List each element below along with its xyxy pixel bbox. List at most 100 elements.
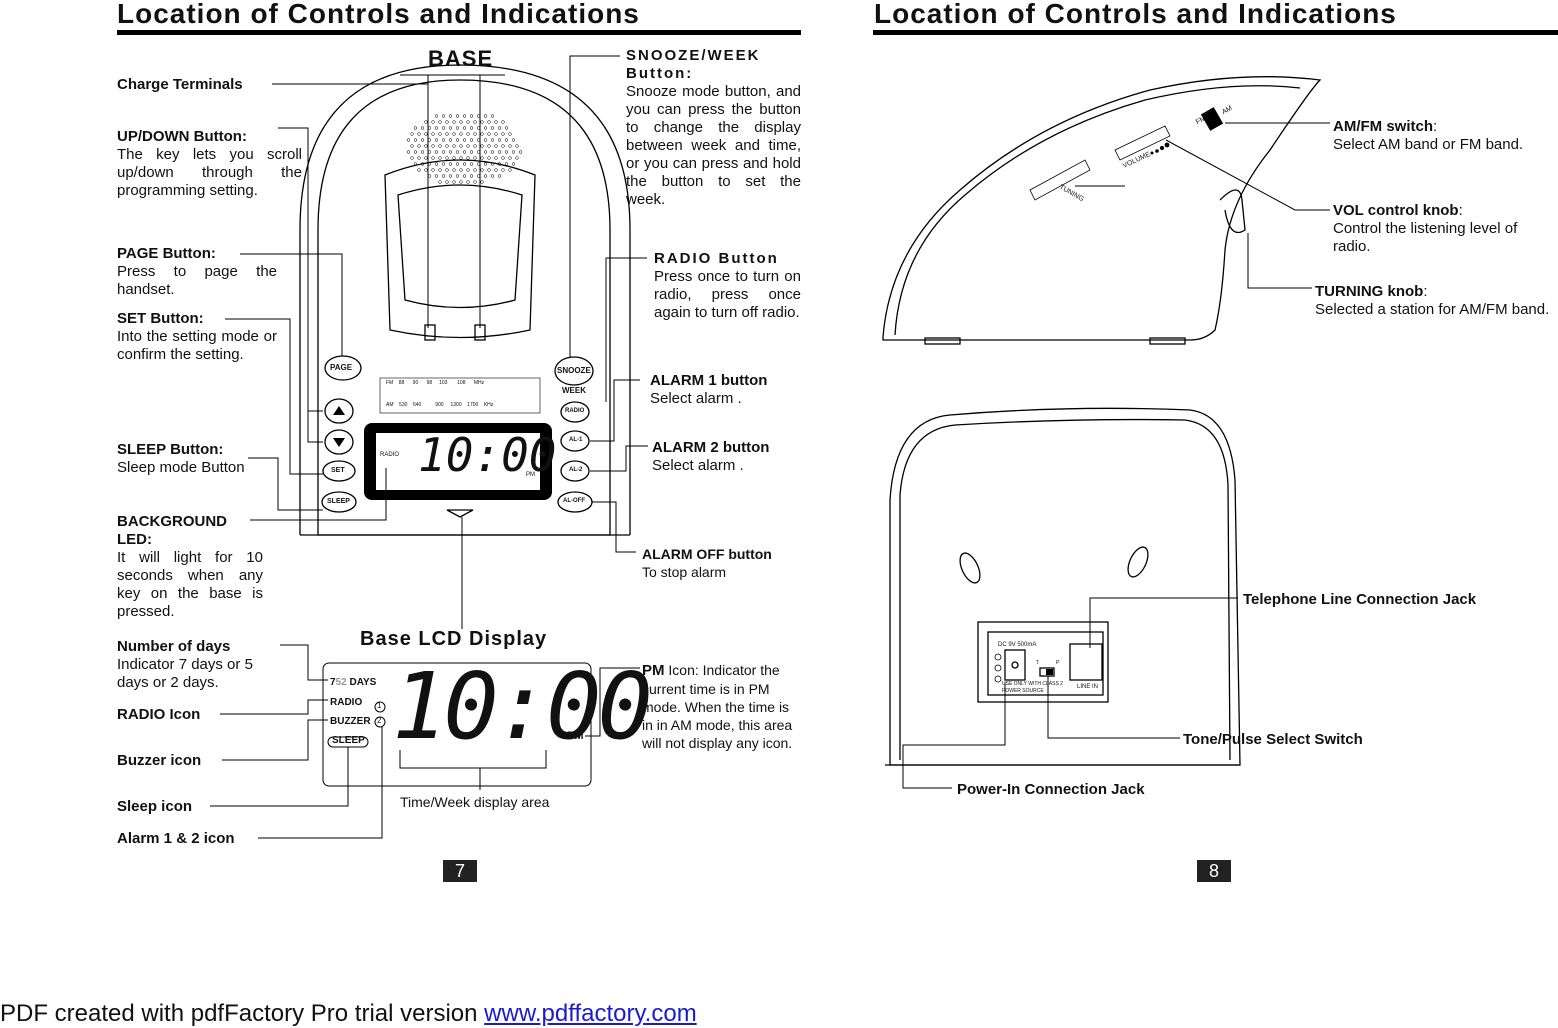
alarm1-button[interactable]: AL-1 <box>569 437 583 443</box>
speaker-hole <box>441 138 446 142</box>
alarm-off-callout: ALARM OFF button To stop alarm <box>642 545 807 581</box>
speaker-hole <box>448 150 453 154</box>
panel-use-label: USE ONLY WITH CLASS 2 <box>1002 681 1063 687</box>
device-lcd-radio: RADIO <box>380 452 400 458</box>
speaker-hole <box>424 132 428 136</box>
alarm-off-desc: To stop alarm <box>642 564 727 580</box>
speaker-hole <box>466 132 470 136</box>
speaker-hole <box>417 156 421 160</box>
speaker-hole <box>466 156 470 160</box>
speaker-hole <box>441 114 446 118</box>
speaker-hole <box>494 156 498 160</box>
speaker-hole <box>483 138 488 142</box>
speaker-hole <box>417 144 421 148</box>
speaker-hole <box>455 126 460 130</box>
speaker-hole <box>469 126 474 130</box>
speaker-hole <box>462 162 467 166</box>
speaker-hole <box>455 114 460 118</box>
lcd-days-52: 52 <box>335 677 347 688</box>
tone-pulse-label: Tone/Pulse Select Switch <box>1183 731 1363 748</box>
alarm-off-title: ALARM OFF button <box>642 546 772 562</box>
speaker-hole <box>515 156 519 160</box>
set-button[interactable]: SET <box>331 467 345 474</box>
lcd-days-label: DAYS <box>349 677 377 688</box>
speaker-hole <box>431 120 435 124</box>
speaker-hole <box>473 156 477 160</box>
speaker-hole <box>508 156 512 160</box>
page-button-callout: PAGE Button: Press to page the handset. <box>117 245 277 299</box>
speaker-hole <box>497 126 502 130</box>
speaker-hole <box>462 138 467 142</box>
pm-callout: PM Icon: Indicator the current time is i… <box>642 661 802 752</box>
base-label: BASE <box>428 46 494 71</box>
lcd-days-indicator: 752 DAYS <box>330 677 376 688</box>
speaker-hole <box>448 114 453 118</box>
speaker-hole <box>459 132 463 136</box>
footer-link[interactable]: www.pdffactory.com <box>484 1000 697 1027</box>
time-area-label: Time/Week display area <box>400 794 550 810</box>
speaker-hole <box>487 132 491 136</box>
lcd-buzzer-icon: BUZZER <box>330 716 371 727</box>
telephone-jack-label: Telephone Line Connection Jack <box>1243 591 1477 608</box>
alarm1-title: ALARM 1 button <box>650 372 768 389</box>
speaker-hole <box>452 144 456 148</box>
speaker-hole <box>438 132 442 136</box>
speaker-hole <box>511 150 516 154</box>
background-led-desc: It will light for 10 seconds when any ke… <box>117 549 263 620</box>
speaker-hole <box>508 144 512 148</box>
speaker-hole <box>487 144 491 148</box>
buzzer-icon-label: Buzzer icon <box>117 752 202 769</box>
speaker-hole <box>455 138 460 142</box>
speaker-hole <box>452 180 456 184</box>
speaker-hole <box>448 126 453 130</box>
speaker-hole <box>427 150 432 154</box>
sleep-button[interactable]: SLEEP <box>327 498 350 505</box>
page-button[interactable]: PAGE <box>330 363 353 372</box>
speaker-hole <box>497 138 502 142</box>
speaker-hole <box>406 138 411 142</box>
footer-text: PDF created with pdfFactory Pro trial ve… <box>0 1000 485 1027</box>
speaker-hole <box>504 138 509 142</box>
speaker-hole <box>494 132 498 136</box>
radio-button[interactable]: RADIO <box>565 408 585 414</box>
speaker-hole <box>420 138 425 142</box>
speaker-hole <box>424 168 428 172</box>
background-led-title: BACKGROUND LED: <box>117 513 227 548</box>
speaker-hole <box>434 126 439 130</box>
speaker-hole <box>466 180 470 184</box>
lcd-alarm1-icon: 1 <box>377 701 382 710</box>
speaker-hole <box>501 144 505 148</box>
alarm2-button[interactable]: AL-2 <box>569 467 583 473</box>
lcd-pm: PM <box>567 730 584 742</box>
speaker-hole <box>473 180 477 184</box>
page8-title: Location of Controls and Indications <box>874 0 1397 29</box>
speaker-hole <box>452 120 456 124</box>
speaker-hole <box>476 138 481 142</box>
speaker-hole <box>483 150 488 154</box>
panel-dc-label: DC 9V 500mA <box>998 642 1037 648</box>
speaker-hole <box>483 162 488 166</box>
speaker-hole <box>431 132 435 136</box>
speaker-hole <box>466 168 470 172</box>
speaker-hole <box>413 162 418 166</box>
speaker-hole <box>476 150 481 154</box>
pdf-footer: PDF created with pdfFactory Pro trial ve… <box>0 1000 697 1028</box>
big-lcd-frame <box>322 662 592 787</box>
speaker-hole <box>431 156 435 160</box>
side-view-drawing <box>882 76 1322 345</box>
vol-callout: VOL control knob: Control the listening … <box>1333 202 1543 256</box>
speaker-hole <box>424 156 428 160</box>
speaker-hole <box>452 168 456 172</box>
device-lcd-screen <box>376 433 540 490</box>
speaker-hole <box>473 168 477 172</box>
speaker-hole <box>476 174 481 178</box>
speaker-hole <box>417 132 421 136</box>
number-of-days-callout: Number of days Indicator 7 days or 5 day… <box>117 638 277 692</box>
lcd-time: 10:00 <box>392 653 653 760</box>
amfm-callout: AM/FM switch: Select AM band or FM band. <box>1333 118 1558 154</box>
alarm-off-button[interactable]: AL-OFF <box>563 498 585 504</box>
down-arrow-icon <box>333 438 345 447</box>
panel-t-label: T <box>1036 660 1040 666</box>
speaker-hole <box>459 156 463 160</box>
snooze-button[interactable]: SNOOZE <box>557 366 591 375</box>
